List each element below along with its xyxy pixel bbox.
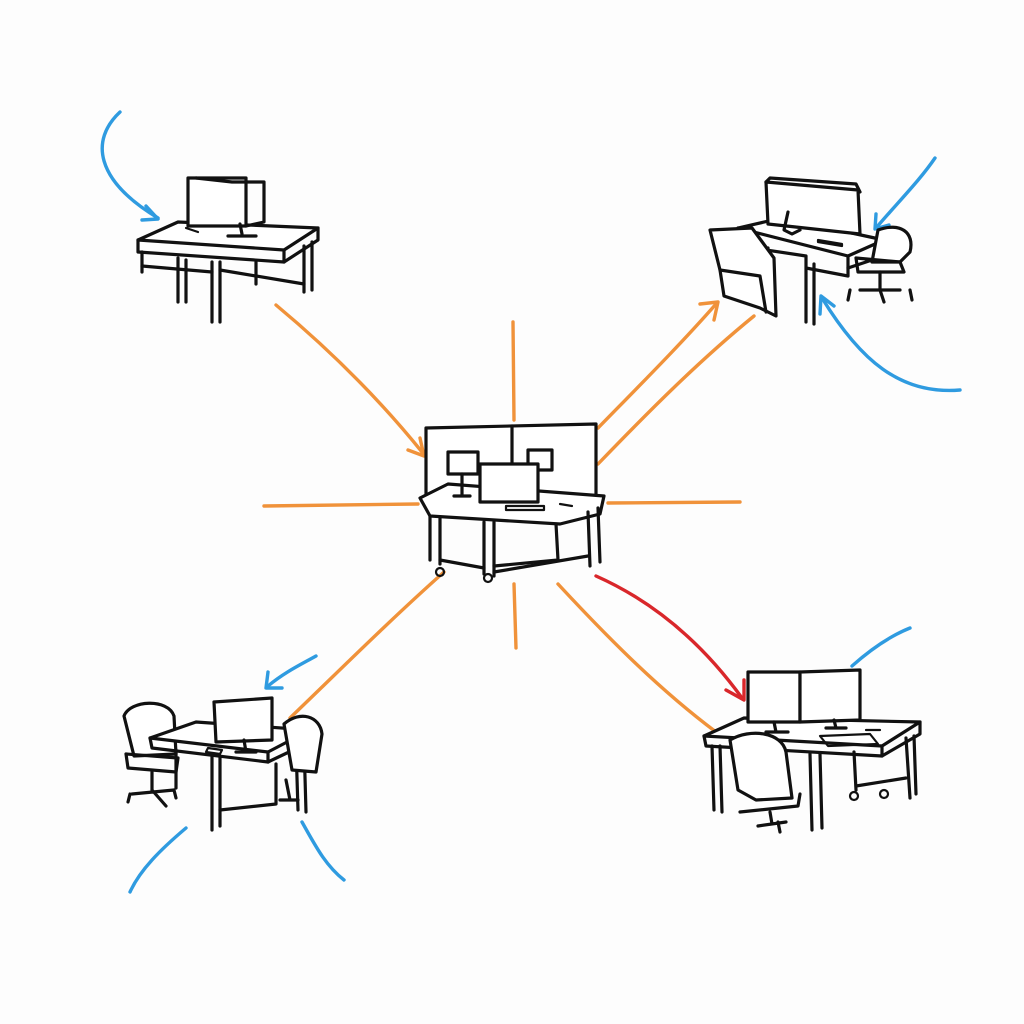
desk-with-chairs-icon — [708, 176, 914, 326]
blue-pointers — [100, 110, 962, 894]
blue-arrowhead-topright-lower — [818, 294, 836, 316]
link-hub-to-topright-arrow — [596, 302, 718, 430]
blue-pointer-topleft — [100, 110, 160, 220]
arrowhead-topright — [698, 300, 720, 322]
desk-with-chairs-icon-bottom-left — [122, 696, 324, 832]
link-hub-to-bottomright-red — [594, 574, 744, 700]
arrowhead-bottomright-red — [724, 678, 746, 702]
blue-pointer-bottomright — [850, 626, 912, 668]
link-hub-to-topright — [596, 314, 756, 466]
blue-pointer-bottomleft-upper — [266, 654, 318, 688]
blue-arrowhead-bottomleft-upper — [264, 670, 284, 690]
hub-ray-top — [511, 320, 516, 422]
link-topleft-to-hub — [274, 303, 424, 454]
link-bottomleft-to-hub — [288, 570, 446, 720]
blue-pointer-topright-upper — [874, 156, 937, 230]
dual-monitor-desk-icon — [702, 668, 922, 834]
cubicle-workstation-icon — [418, 422, 606, 584]
link-hub-to-bottomright — [556, 582, 718, 734]
hub-ray-left — [262, 502, 420, 508]
blue-arrowhead-topright-upper — [873, 212, 891, 231]
hub-ray-bottom — [512, 582, 518, 650]
blue-pointer-bottomleft-right — [300, 820, 346, 882]
orange-links — [262, 300, 756, 734]
blue-pointer-topright-lower — [820, 296, 962, 393]
blue-pointer-bottomleft-left — [128, 826, 188, 894]
blue-arrowhead-topleft — [140, 204, 160, 222]
desk-with-monitor-icon — [136, 176, 320, 324]
hub-ray-right — [606, 500, 742, 505]
red-link — [594, 574, 746, 702]
arrowhead-hub-incoming — [406, 436, 426, 458]
